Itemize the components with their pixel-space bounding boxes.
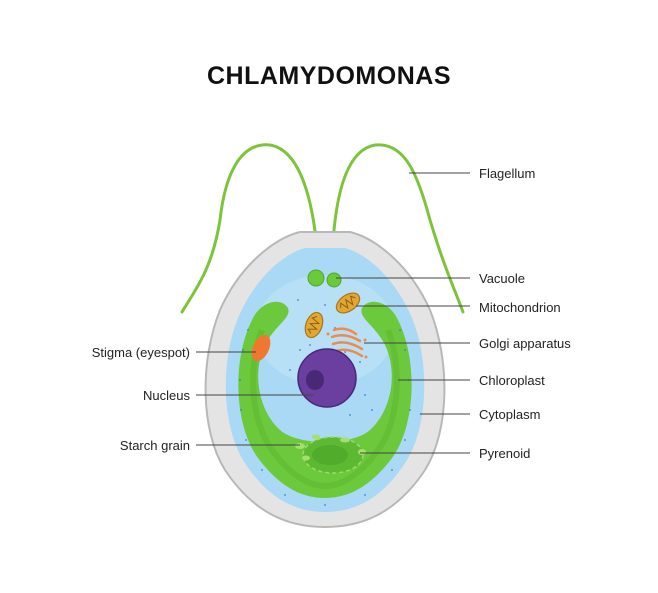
nucleus xyxy=(297,348,357,408)
label-chloroplast: Chloroplast xyxy=(479,373,545,388)
label-starch: Starch grain xyxy=(119,438,190,453)
vacuole-left xyxy=(307,269,325,287)
label-cytoplasm: Cytoplasm xyxy=(479,407,541,422)
label-mitochondrion: Mitochondrion xyxy=(479,300,561,315)
cytoplasm-dots xyxy=(239,299,411,506)
starch-grains xyxy=(295,434,366,461)
label-pyrenoid: Pyrenoid xyxy=(479,446,531,461)
vacuole-right xyxy=(326,272,342,288)
diagram-title: CHLAMYDOMONAS xyxy=(207,62,451,90)
label-nucleus: Nucleus xyxy=(143,388,190,403)
label-flagellum: Flagellum xyxy=(479,166,536,181)
golgi-apparatus xyxy=(326,327,368,359)
label-stigma: Stigma (eyespot) xyxy=(91,345,190,360)
nucleolus xyxy=(306,370,324,390)
stigma xyxy=(251,334,271,362)
flagellum-left xyxy=(180,143,320,314)
flagellum-right xyxy=(330,143,465,314)
mitochondrion-1 xyxy=(335,292,361,314)
label-golgi: Golgi apparatus xyxy=(479,336,571,351)
leader-lines xyxy=(196,172,470,454)
label-vacuole: Vacuole xyxy=(479,271,526,286)
mitochondrion-2 xyxy=(304,311,324,339)
chloroplast xyxy=(238,301,412,498)
